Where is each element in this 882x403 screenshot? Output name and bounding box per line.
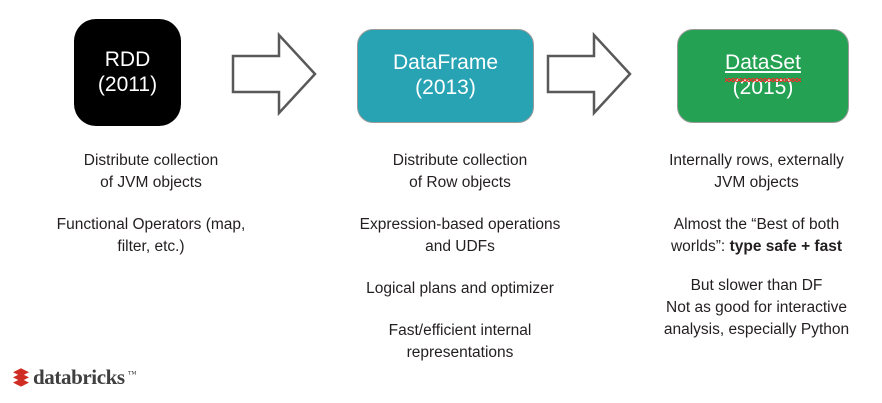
description-paragraph: Logical plans and optimizer	[366, 280, 554, 297]
databricks-wordmark: databricks	[33, 365, 125, 389]
arrow-right-icon	[231, 32, 317, 116]
stage-year-dataframe: (2013)	[415, 76, 476, 99]
stage-title-rdd: RDD	[104, 47, 151, 71]
stage-year-dataset: (2015)	[732, 76, 794, 99]
stage-box-dataframe[interactable]: DataFrame (2013)	[357, 29, 534, 123]
trademark-symbol: ™	[127, 369, 137, 379]
stage-title-dataframe: DataFrame	[392, 51, 499, 75]
stage-box-dataset[interactable]: DataSet (2015)	[677, 29, 849, 123]
databricks-logo: databricks ™	[12, 365, 137, 390]
stage-year-rdd: (2011)	[97, 72, 158, 96]
description-paragraph: Functional Operators (map,filter, etc.)	[56, 216, 246, 255]
emphasis-text: type safe + fast	[729, 238, 842, 255]
stage-box-rdd[interactable]: RDD (2011)	[74, 19, 181, 126]
stage-title-dataset: DataSet	[725, 51, 801, 82]
databricks-mark-icon	[13, 367, 29, 387]
spellcheck-underline-dataset: DataSet	[725, 51, 801, 82]
arrow-right-icon	[546, 32, 632, 116]
